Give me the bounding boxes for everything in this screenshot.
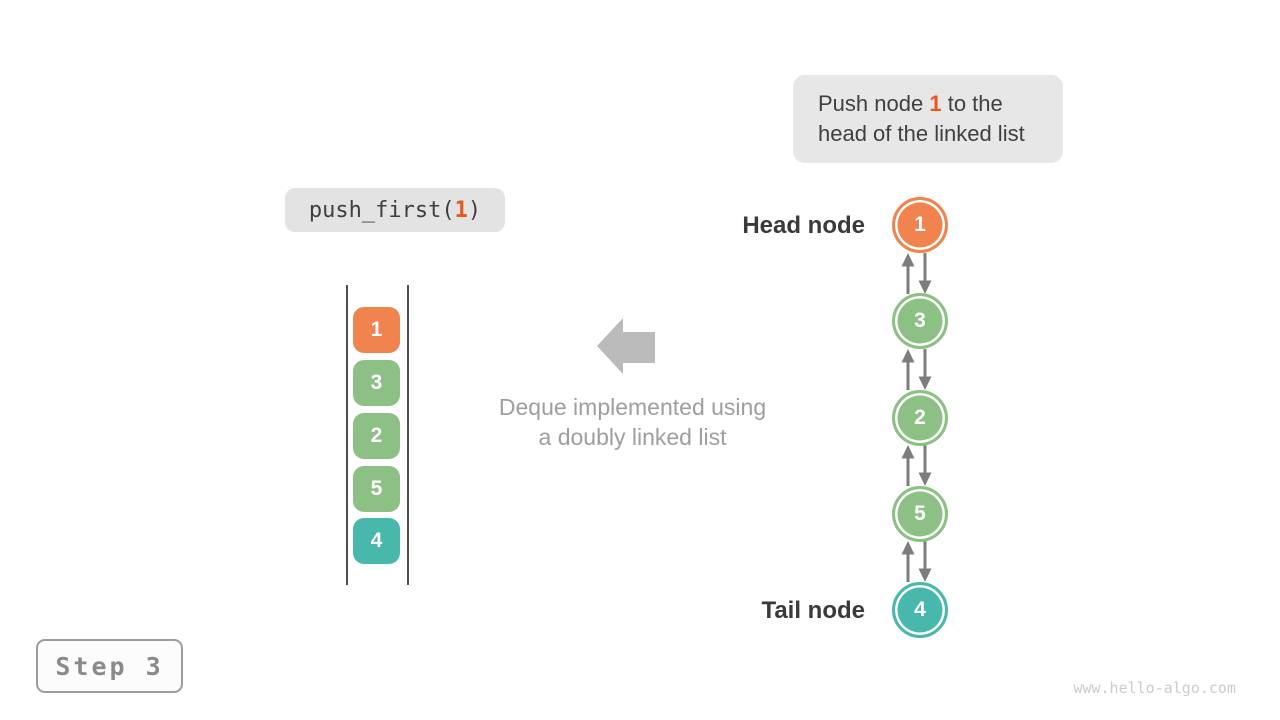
callout-line2: head of the linked list bbox=[818, 121, 1025, 146]
callout-text: to the bbox=[947, 91, 1003, 116]
link-arrows bbox=[897, 349, 937, 390]
step-badge: Step 3 bbox=[36, 639, 183, 693]
stack-left-rail bbox=[346, 285, 348, 585]
link-arrows bbox=[897, 541, 937, 582]
code-arg-number: 1 bbox=[454, 197, 468, 223]
code-box: push_first(1) bbox=[285, 188, 505, 232]
watermark: www.hello-algo.com bbox=[1073, 679, 1236, 697]
code-text: ) bbox=[467, 197, 482, 223]
head-node-label: Head node bbox=[742, 212, 865, 239]
callout-highlight-number: 1 bbox=[929, 91, 942, 116]
list-node: 1 bbox=[892, 197, 948, 253]
stack-cell: 5 bbox=[353, 466, 400, 512]
link-arrows bbox=[897, 253, 937, 294]
caption: Deque implemented using a doubly linked … bbox=[470, 392, 795, 452]
list-node: 3 bbox=[892, 293, 948, 349]
callout-text: Push node bbox=[818, 91, 924, 116]
callout-line1: Push node 1 to the bbox=[818, 89, 1063, 119]
tail-node-label: Tail node bbox=[761, 597, 865, 624]
callout-box: Push node 1 to the head of the linked li… bbox=[793, 75, 1063, 163]
stack-cell: 4 bbox=[353, 518, 400, 564]
caption-line2: a doubly linked list bbox=[538, 424, 727, 450]
link-arrows bbox=[897, 445, 937, 486]
code-text: push_first( bbox=[308, 197, 455, 223]
left-arrow-icon bbox=[597, 318, 655, 374]
stack-right-rail bbox=[407, 285, 409, 585]
list-node: 4 bbox=[892, 582, 948, 638]
stack-cell: 3 bbox=[353, 360, 400, 406]
stack-cell: 1 bbox=[353, 307, 400, 353]
list-node: 5 bbox=[892, 486, 948, 542]
list-node: 2 bbox=[892, 390, 948, 446]
caption-line1: Deque implemented using bbox=[498, 394, 767, 420]
stack-cell: 2 bbox=[353, 413, 400, 459]
